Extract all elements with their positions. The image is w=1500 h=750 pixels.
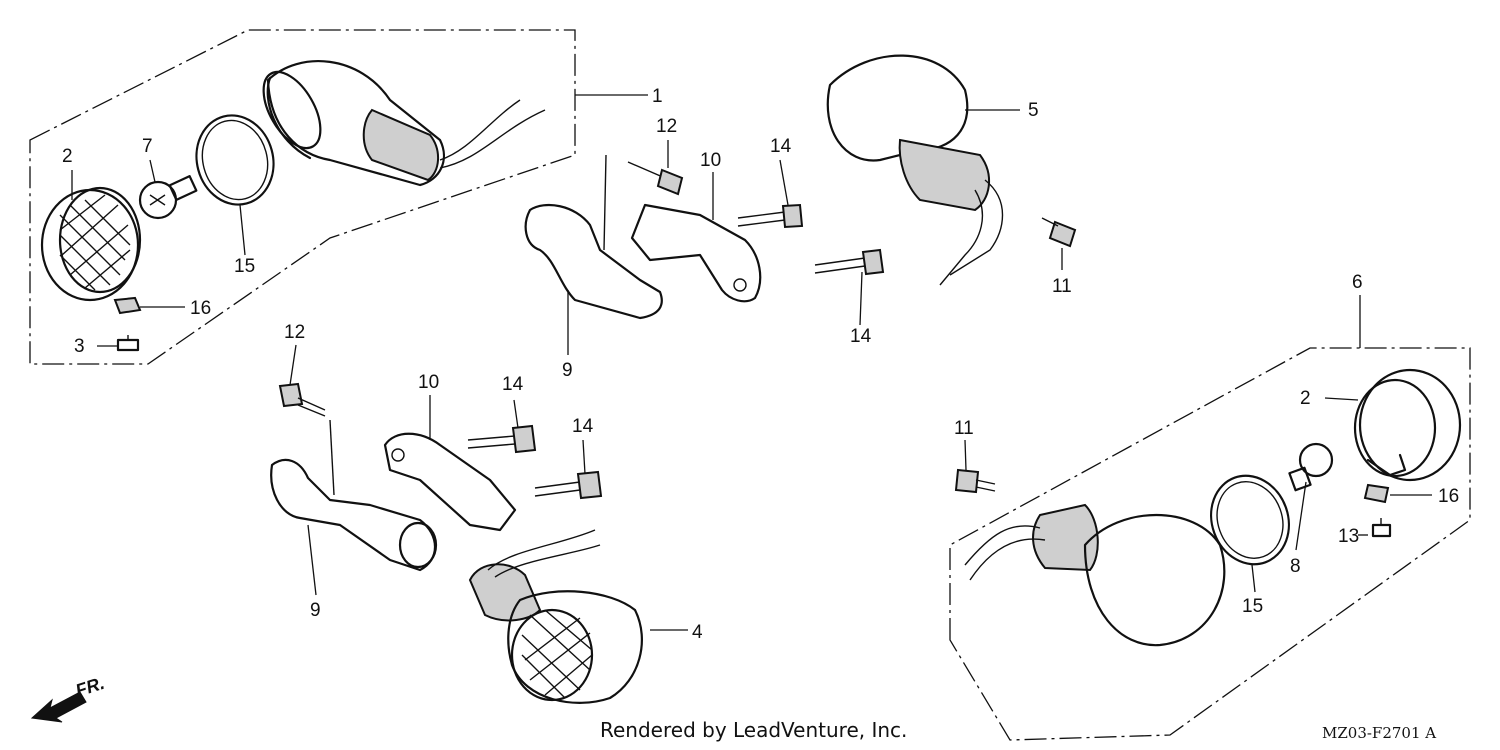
screw-12-lower[interactable]	[278, 382, 326, 417]
callout-16-left: 16	[190, 298, 211, 319]
screw-12-upper[interactable]	[627, 161, 684, 196]
callout-11-lower: 11	[954, 418, 974, 439]
lens-gasket-left[interactable]	[187, 107, 284, 214]
figure-code: MZ03-F2701 A	[1322, 724, 1437, 742]
callout-1: 1	[652, 86, 663, 107]
callout-12-upper: 12	[656, 116, 677, 137]
front-direction-arrow-icon	[30, 691, 87, 723]
callout-15-left: 15	[234, 256, 255, 277]
callout-5: 5	[1028, 100, 1039, 121]
bolt-14b[interactable]	[814, 248, 885, 276]
bolt-14a[interactable]	[737, 203, 804, 229]
leader-lines	[71, 94, 1432, 631]
stay-bracket-9-upper[interactable]	[524, 154, 663, 320]
callout-8: 8	[1290, 556, 1301, 577]
group-outline-rear-right	[949, 347, 1471, 741]
bulb-right[interactable]	[1288, 442, 1334, 492]
callout-11-upper: 11	[1052, 276, 1072, 297]
callout-14-b: 14	[850, 326, 872, 347]
callout-12-lower: 12	[284, 322, 305, 343]
turn-signal-lens-left[interactable]	[40, 186, 142, 302]
turn-signal-lens-right[interactable]	[1353, 368, 1462, 482]
callout-9-upper: 9	[562, 360, 573, 381]
callout-3: 3	[74, 336, 85, 357]
callout-14-d: 14	[572, 416, 594, 437]
callout-13: 13	[1338, 526, 1359, 547]
turn-signal-housing-rear-left[interactable]	[468, 529, 643, 704]
turn-signal-housing-front-right[interactable]	[826, 54, 1004, 286]
front-indicator-label: FR.	[73, 673, 107, 701]
bracket-10-lower[interactable]	[383, 432, 517, 532]
callout-2-right: 2	[1300, 388, 1311, 409]
bulb-left[interactable]	[138, 175, 198, 220]
turn-signal-housing-rear-right[interactable]	[964, 503, 1226, 647]
turn-signal-housing-front-left[interactable]	[252, 60, 546, 187]
lens-gasket-right[interactable]	[1199, 465, 1301, 576]
bolt-14d[interactable]	[534, 470, 603, 500]
callout-7: 7	[142, 136, 153, 157]
screw-11b[interactable]	[954, 468, 996, 494]
callout-14-c: 14	[502, 374, 524, 395]
clip-nut-right[interactable]	[1363, 483, 1390, 504]
callout-2-left: 2	[62, 146, 73, 167]
callout-6: 6	[1352, 272, 1363, 293]
bolt-14c[interactable]	[467, 424, 537, 454]
callout-16-right: 16	[1438, 486, 1459, 507]
callout-10-upper: 10	[700, 150, 721, 171]
clip-nut-left[interactable]	[113, 296, 142, 315]
callout-14-a: 14	[770, 136, 792, 157]
bracket-10-upper[interactable]	[630, 203, 762, 303]
screw-13[interactable]	[1371, 518, 1392, 538]
stay-bracket-9-lower[interactable]	[270, 419, 438, 572]
mounting-screw-11a[interactable]	[1041, 217, 1077, 248]
callout-9-lower: 9	[310, 600, 321, 621]
callout-4: 4	[692, 622, 703, 643]
screw-left[interactable]	[116, 335, 140, 352]
callout-10-lower: 10	[418, 372, 439, 393]
callout-15-right: 15	[1242, 596, 1263, 617]
group-outline-front-left	[29, 29, 576, 365]
render-credit: Rendered by LeadVenture, Inc.	[600, 718, 908, 742]
